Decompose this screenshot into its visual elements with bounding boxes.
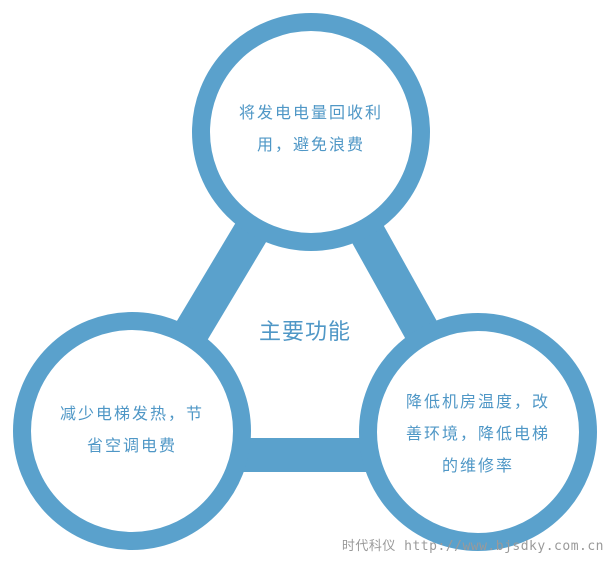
node-left-line-2: 省空调电费 xyxy=(86,436,177,455)
node-circle-left xyxy=(13,312,251,550)
node-circle-right xyxy=(359,313,597,551)
node-right-line-2: 善环境，降低电梯 xyxy=(405,424,550,443)
node-right-line-1: 降低机房温度，改 xyxy=(405,392,550,411)
node-left-text: 减少电梯发热，节 省空调电费 xyxy=(32,398,232,462)
node-left-line-1: 减少电梯发热，节 xyxy=(59,404,204,423)
node-right-text: 降低机房温度，改 善环境，降低电梯 的维修率 xyxy=(378,386,578,482)
node-circle-top xyxy=(192,13,430,251)
node-top-line-1: 将发电电量回收利 xyxy=(238,103,383,122)
node-top-text: 将发电电量回收利 用，避免浪费 xyxy=(211,97,411,161)
center-title: 主要功能 xyxy=(258,320,351,345)
node-top-line-2: 用，避免浪费 xyxy=(256,135,365,154)
watermark: 时代科仪 http://www.bjsdky.com.cn xyxy=(341,539,604,554)
node-right-line-3: 的维修率 xyxy=(441,456,514,475)
